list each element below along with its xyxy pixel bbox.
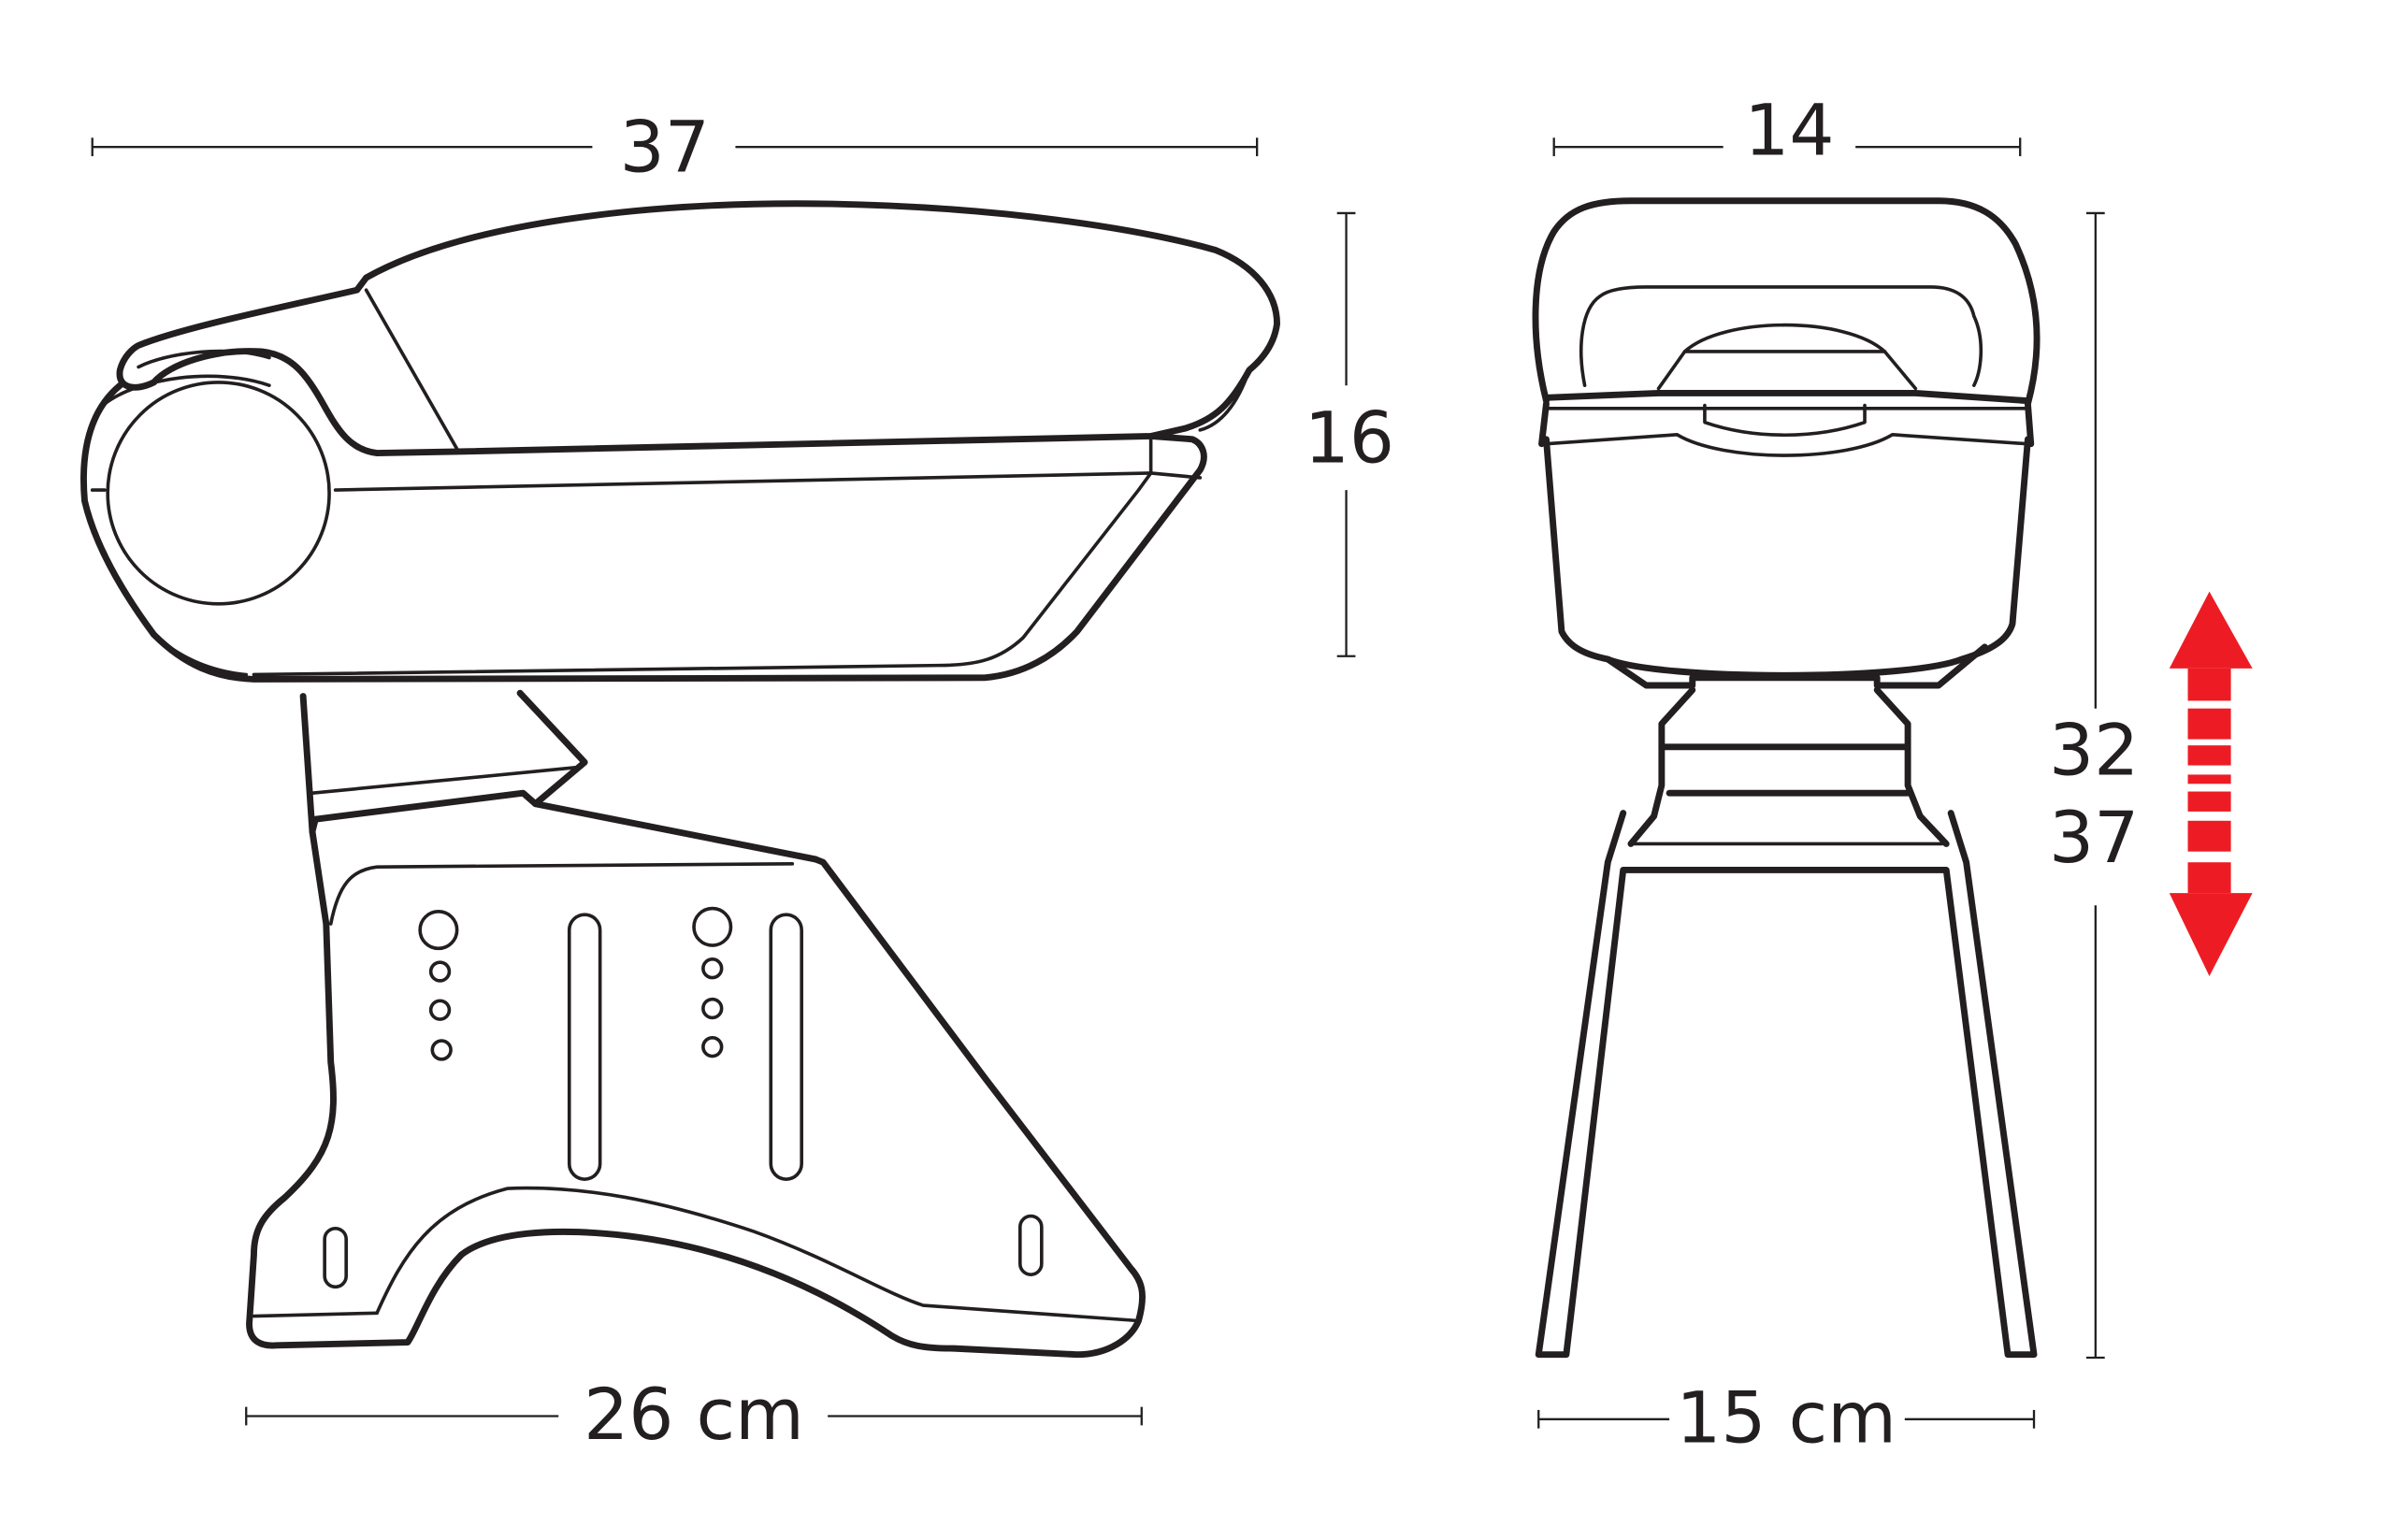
- base-width-label: 15 cm: [1676, 1376, 1896, 1459]
- height-max-label: 37: [2049, 797, 2139, 879]
- base-length-label: 26 cm: [584, 1374, 804, 1456]
- width-label: 14: [1744, 89, 1834, 171]
- dimension-base-width-line: 15 cm: [1537, 1376, 2036, 1459]
- front-view: 14 15 cm: [1532, 89, 2253, 1459]
- up-down-arrow-icon: [2169, 591, 2253, 976]
- height-min-label: 32: [2049, 709, 2139, 791]
- length-label: 37: [620, 107, 710, 189]
- dimension-height-line: 16: [1305, 211, 1394, 657]
- side-view: 37 16: [80, 107, 1394, 1456]
- dimension-length-line: 37: [91, 107, 1259, 189]
- dimension-width-line: 14: [1552, 89, 2022, 171]
- dimension-base-length-line: 26 cm: [245, 1374, 1143, 1456]
- dimension-adjustable-height-line: 32 37: [2049, 211, 2139, 1360]
- height-label: 16: [1305, 396, 1394, 479]
